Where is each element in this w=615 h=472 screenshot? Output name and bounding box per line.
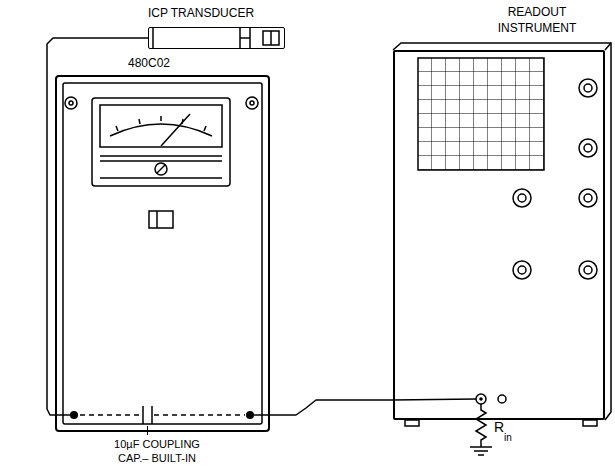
resistor-symbol [476, 404, 486, 447]
instrument-case-edge [605, 43, 611, 50]
control-knob [584, 84, 592, 92]
callout-note: 10µF COUPLING CAP.– BUILT-IN [107, 438, 207, 466]
equipment-name: READOUT INSTRUMENT [487, 5, 587, 36]
control-knob [584, 266, 592, 274]
meter-band [100, 155, 222, 157]
ground-symbol [470, 447, 492, 455]
panel-screw [69, 101, 73, 105]
input-connector [479, 397, 483, 401]
transducer-connector [270, 31, 272, 45]
control-knob [579, 189, 597, 207]
meter-case [92, 98, 230, 186]
panel-screw [65, 97, 77, 109]
capacitor-wire [154, 414, 245, 416]
meter-needle [161, 114, 190, 146]
meter-ticks [116, 116, 206, 131]
control-knob [584, 144, 592, 152]
zero-adjust [157, 165, 165, 173]
instrument-case-edge [393, 43, 611, 420]
zero-adjust [155, 163, 167, 175]
input-wire [55, 414, 70, 416]
signal-cable [270, 400, 393, 415]
control-knob [513, 261, 531, 279]
input-jack [70, 411, 78, 419]
meter-band [100, 160, 222, 162]
equipment-name: ICP TRANSDUCER [148, 6, 254, 22]
control-knob [579, 79, 597, 97]
control-knob [518, 194, 526, 202]
power-switch [149, 211, 173, 228]
input-wire [393, 399, 476, 400]
equipment-box: 480C02 [55, 75, 270, 432]
meter-window [100, 105, 222, 147]
panel-screw [250, 101, 254, 105]
input-connector [476, 394, 486, 404]
output-jack [246, 411, 254, 419]
equipment-box: ICP TRANSDUCER [148, 27, 285, 49]
ground-post [498, 395, 506, 403]
resistor-label: in [504, 432, 524, 445]
signal-cable [47, 38, 148, 415]
transducer-connector [263, 31, 279, 45]
capacitor-plate [142, 406, 144, 424]
capacitor-wire [80, 414, 141, 416]
output-wire [254, 414, 270, 416]
control-knob [513, 189, 531, 207]
instrument-detail [393, 43, 611, 455]
control-knob [579, 261, 597, 279]
transducer-detail [153, 28, 279, 48]
control-knob [584, 194, 592, 202]
meter-band [100, 177, 222, 179]
control-knob [579, 139, 597, 157]
power-switch [156, 211, 158, 228]
equipment-box: READOUT INSTRUMENT [393, 50, 605, 420]
panel-screw [246, 97, 258, 109]
control-knob [518, 266, 526, 274]
equipment-name: 480C02 [128, 56, 170, 72]
conditioner-detail [55, 83, 270, 435]
front-panel [63, 83, 262, 424]
display-grid [418, 58, 544, 170]
transducer-nut [240, 37, 250, 39]
instrument-foot [405, 420, 419, 426]
transducer-tip [152, 28, 154, 48]
capacitor-plate [151, 406, 153, 424]
meter-scale [110, 124, 212, 136]
instrument-foot [583, 420, 597, 426]
